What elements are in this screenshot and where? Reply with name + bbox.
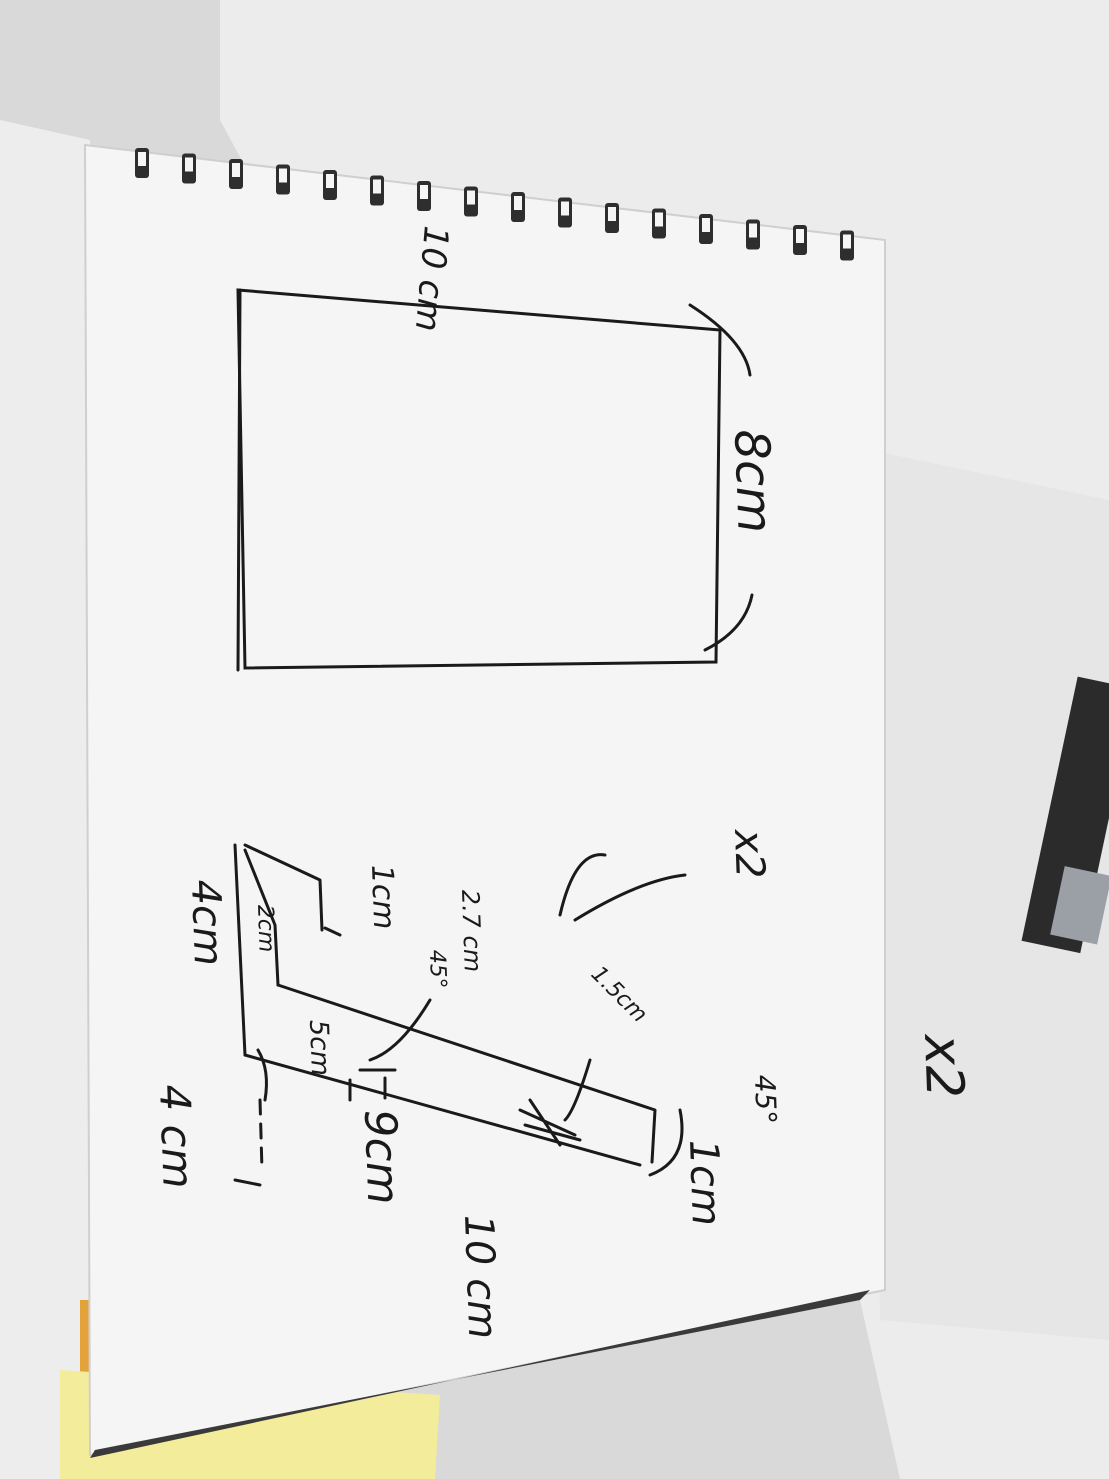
left-paper-stack [0, 120, 95, 1479]
spiral-ring-hole [326, 174, 334, 188]
spiral-ring-hole [561, 201, 569, 216]
label-4cm-base: 4cm [182, 879, 231, 967]
spiral-ring-hole [796, 229, 804, 243]
spiral-binding [135, 148, 854, 261]
label-2-7cm: 2.7 cm [456, 889, 487, 972]
label-x2-top: x2 [725, 827, 773, 880]
label-5cm: 5cm [303, 1019, 335, 1076]
tracing-paper [870, 450, 1109, 1340]
spiral-ring-hole [843, 234, 851, 249]
spiral-ring-hole [232, 163, 240, 177]
label-x2-margin: x2 [912, 1031, 974, 1099]
label-1cm-edge: 1cm [680, 1139, 729, 1227]
label-4cm-bottom: 4 cm [150, 1084, 203, 1190]
label-10cm-edge: 10 cm [455, 1214, 505, 1340]
page-shadow [90, 1290, 870, 1458]
spiral-ring-hole [514, 196, 522, 210]
spiral-ring-hole [420, 185, 428, 199]
bracket-drawing [233, 843, 687, 1187]
spiral-ring-hole [185, 157, 193, 172]
label-9cm: 9cm [354, 1109, 408, 1206]
spiral-ring-hole [608, 207, 616, 221]
spiral-ring-hole [279, 168, 287, 183]
spiral-ring-hole [373, 179, 381, 194]
label-top-10cm: 10 cm [407, 224, 456, 333]
spiral-ring-hole [655, 212, 663, 227]
spiral-ring-hole [749, 223, 757, 238]
label-1cm-top: 1cm [364, 864, 401, 930]
label-2cm-base: 2cm [252, 904, 279, 952]
spiral-ring-hole [138, 152, 146, 166]
marker-pen [1021, 676, 1109, 954]
label-45deg-inner: 45° [424, 949, 450, 989]
label-rect-8cm: 8cm [723, 428, 783, 534]
annotations: 10 cm 8cm x2 x2 1cm 2.7 cm 45° 2cm 4cm 1… [150, 224, 974, 1340]
spiral-ring-hole [467, 190, 475, 205]
label-45deg: 45° [748, 1074, 783, 1125]
spiral-ring-hole [702, 218, 710, 232]
rectangle-drawing [236, 288, 754, 672]
